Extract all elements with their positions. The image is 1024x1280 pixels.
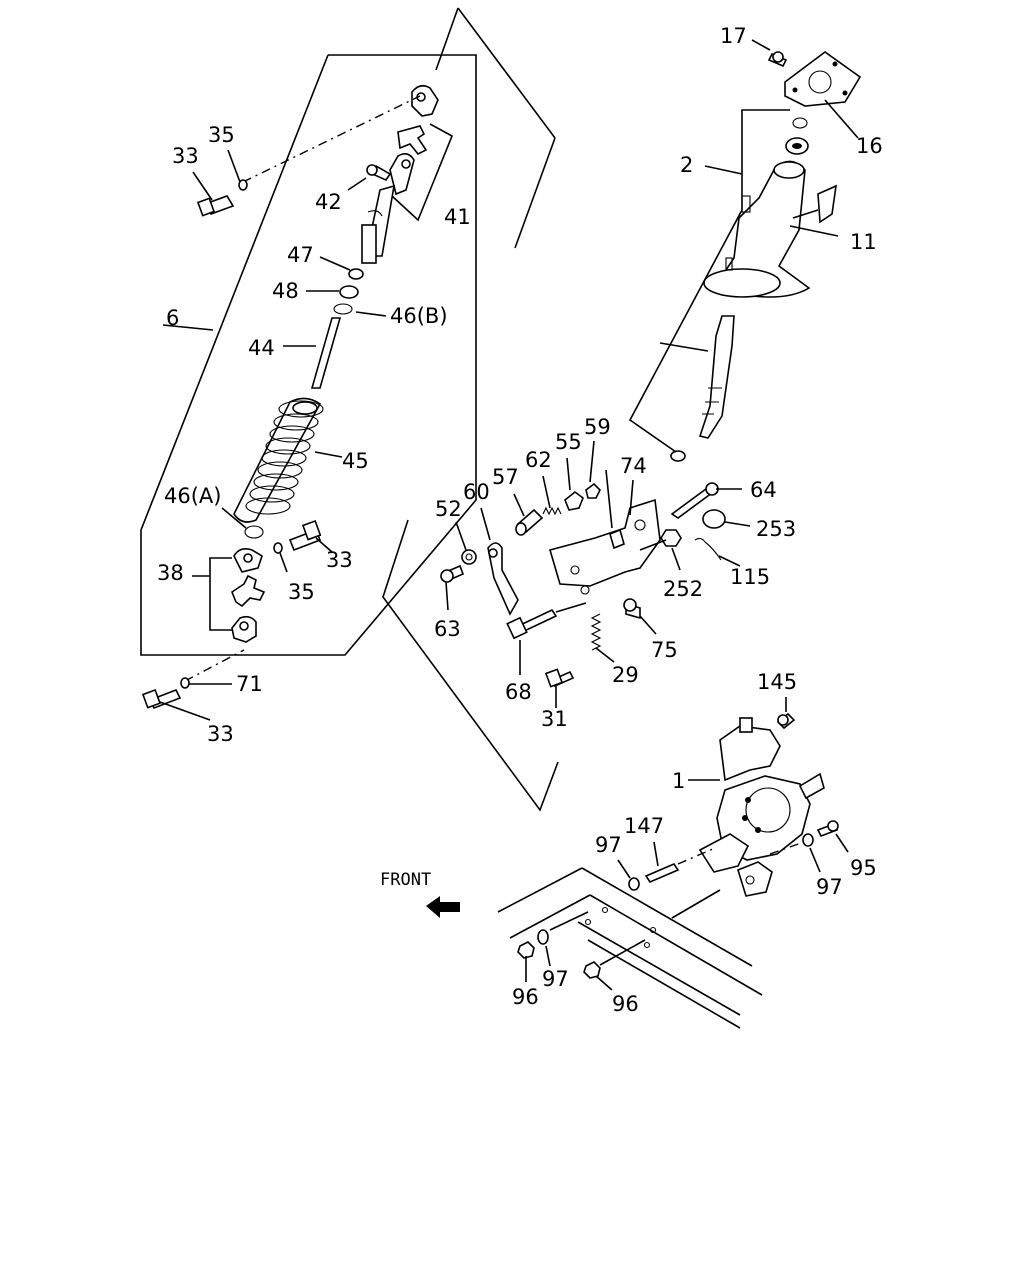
label-41: 41 [444,205,471,229]
label-plate-11 [817,184,837,224]
label-97-lower: 97 [542,967,569,991]
boot-45 [233,397,324,523]
washer-47 [348,268,364,280]
front-direction-indicator: FRONT [380,870,460,918]
bolt-68 [506,608,558,640]
bolt-33-lower [141,677,190,710]
lever-60 [487,542,519,616]
label-57: 57 [492,465,519,489]
label-35-middle: 35 [288,580,315,604]
bolt-64 [670,482,719,519]
bolt-33-upper [196,179,248,217]
label-97-right: 97 [816,875,843,899]
steering-gear-1 [698,717,825,897]
clip-55 [564,490,584,511]
label-115: 115 [730,565,770,589]
label-74: 74 [620,454,647,478]
label-71: 71 [236,672,263,696]
label-96-right: 96 [612,992,639,1016]
washer-97-left [628,877,640,891]
label-46b: 46(B) [390,304,448,328]
label-33-lower: 33 [207,722,234,746]
label-75: 75 [651,638,678,662]
label-147: 147 [624,814,664,838]
label-33-middle: 33 [326,548,353,572]
label-17: 17 [720,24,747,48]
bolt-42 [366,164,392,182]
label-33-upper: 33 [172,144,199,168]
snap-ring-46b [333,303,353,315]
label-96-left: 96 [512,985,539,1009]
label-6: 6 [166,306,179,330]
bolt-31 [544,668,575,688]
label-35-upper: 35 [208,123,235,147]
label-44: 44 [248,336,275,360]
tilt-bracket-74 [549,498,661,595]
label-11: 11 [850,230,877,254]
label-38: 38 [157,561,184,585]
label-31: 31 [541,707,568,731]
label-253: 253 [756,517,796,541]
label-29: 29 [612,663,639,687]
bushing-253 [702,509,726,529]
label-47: 47 [287,243,314,267]
label-55: 55 [555,430,582,454]
pin-57 [515,508,544,536]
nut-252 [660,529,682,547]
bolt-33-middle [273,520,322,554]
label-252: 252 [663,577,703,601]
label-145: 145 [757,670,797,694]
label-97-left: 97 [595,833,622,857]
snap-ring [792,117,808,129]
label-64: 64 [750,478,777,502]
bushing-48 [339,285,359,299]
label-42: 42 [315,190,342,214]
label-48: 48 [272,279,299,303]
clip-115 [694,537,722,561]
label-52: 52 [435,497,462,521]
washer-97-lower [537,929,549,945]
part-labels: 17 16 2 11 35 33 42 41 47 48 46(B) 6 44 … [157,24,883,1016]
shaft-44 [310,317,342,389]
nut-96-left [517,941,535,959]
upper-universal-joint [361,84,439,264]
bolt-17 [767,51,788,68]
label-46a: 46(A) [164,484,221,508]
label-59: 59 [584,415,611,439]
bearing [785,137,809,155]
nut-96-right [583,961,601,979]
label-68: 68 [505,680,532,704]
column-shaft [670,315,735,462]
washer-97-right [802,833,814,847]
label-63: 63 [434,617,461,641]
column-assembly-frame [140,7,559,812]
label-16: 16 [856,134,883,158]
arrow-left-icon [426,896,460,918]
column-tube-2 [703,160,811,298]
clip-59 [585,482,601,499]
label-45: 45 [342,449,369,473]
spring-62 [542,506,562,516]
label-60: 60 [463,480,490,504]
bolt-75 [623,598,641,620]
label-95: 95 [850,856,877,880]
lower-universal-joint [231,548,266,643]
spring-29 [590,613,602,651]
bolt-63 [440,564,465,583]
chassis-frame [497,867,763,1029]
front-label: FRONT [380,870,431,890]
label-62: 62 [525,448,552,472]
bolt-145 [776,712,796,730]
bolt-95 [816,820,839,838]
bolt-147 [644,863,680,883]
washer-52 [461,549,477,565]
snap-ring-46a [244,525,264,539]
label-2: 2 [680,153,693,177]
label-1: 1 [672,769,685,793]
column-bracket-16 [784,51,862,107]
